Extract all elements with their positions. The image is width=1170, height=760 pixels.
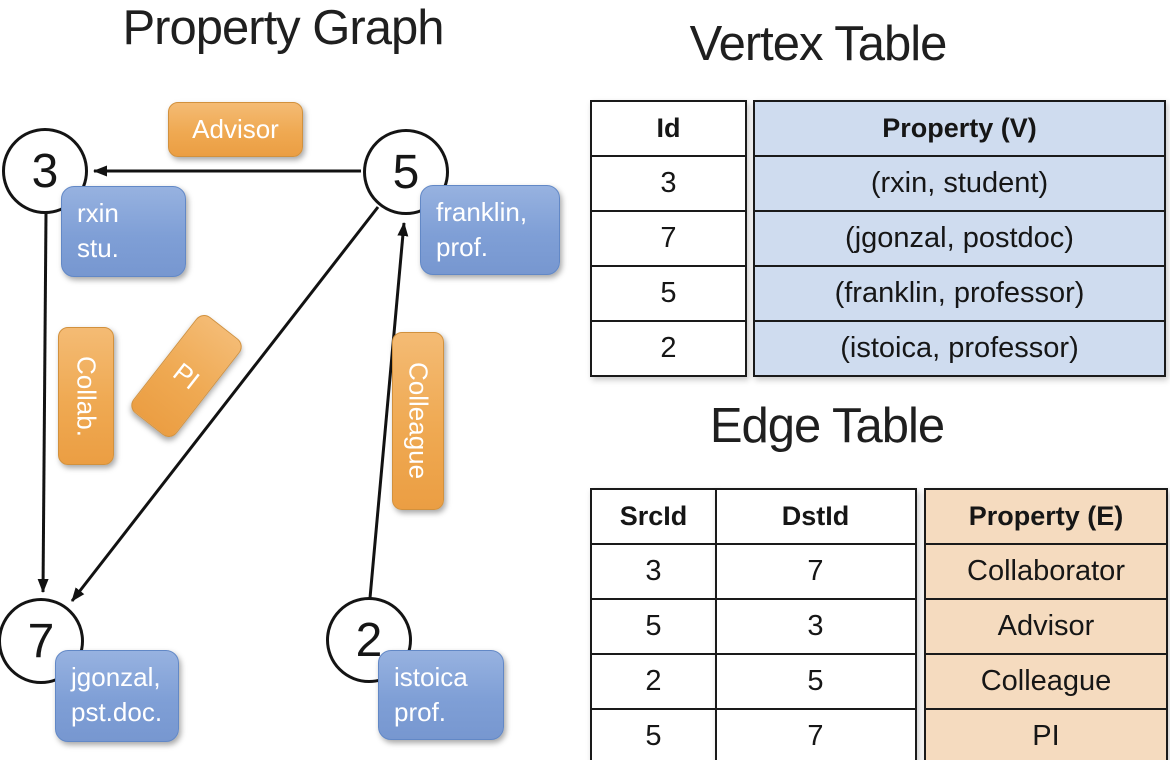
edge-table-property-cell: Advisor — [926, 598, 1166, 653]
vertex-table-property-cell: (jgonzal, postdoc) — [755, 210, 1164, 265]
edge-label-advisor: Advisor — [168, 102, 303, 157]
vertex-table-id-cell: 5 — [592, 265, 745, 320]
property-graph-title: Property Graph — [122, 1, 445, 55]
vertex-node-2: 2 — [326, 597, 412, 683]
edge-table-title: Edge Table — [709, 399, 945, 453]
vertex-table-property-column: Property (V) (rxin, student) (jgonzal, p… — [753, 100, 1166, 377]
vertex-property-line: franklin, — [436, 197, 528, 227]
vertex-property-line: istoica — [394, 662, 468, 692]
vertex-property-line: prof. — [394, 696, 447, 727]
vertex-property-box-franklin: franklin, prof. — [420, 185, 560, 275]
edge-table-property-cell: PI — [926, 708, 1166, 760]
vertex-property-line: stu. — [77, 232, 119, 263]
edge-arrow-3-to-7 — [37, 212, 49, 593]
vertex-property-line: prof. — [436, 231, 489, 262]
vertex-table-property-cell: (rxin, student) — [755, 155, 1164, 210]
edge-arrow-5-to-7 — [70, 206, 380, 602]
edge-table-srcid-cell: 3 — [592, 543, 715, 598]
vertex-table-property-header: Property (V) — [882, 113, 1037, 143]
vertex-table-id-cell: 7 — [592, 210, 745, 265]
edge-table-dstid-cell: 5 — [716, 653, 915, 708]
vertex-table-id-column: Id 3 7 5 2 — [590, 100, 747, 377]
vertex-property-line: pst.doc. — [71, 696, 163, 727]
edge-table-dstid-cell: 7 — [716, 708, 915, 760]
edge-label-collab: Collab. — [58, 327, 114, 465]
edge-table-srcid-cell: 5 — [592, 708, 715, 760]
vertex-table-property-cell: (franklin, professor) — [755, 265, 1164, 320]
edge-table-dstid-header: DstId — [781, 501, 850, 531]
vertex-table-title: Vertex Table — [689, 17, 948, 71]
vertex-property-box-rxin: rxin stu. — [61, 186, 186, 277]
edge-table-srcid-header: SrcId — [619, 501, 688, 531]
edge-table-dstid-cell: 7 — [716, 543, 915, 598]
edge-table-property-cell: Collaborator — [926, 543, 1166, 598]
vertex-property-line: rxin — [77, 198, 119, 228]
vertex-node-7-id: 7 — [27, 614, 55, 668]
vertex-table-id-cell: 3 — [592, 155, 745, 210]
edge-table-srcid-column: SrcId 3 5 2 5 — [590, 488, 717, 760]
edge-table-property-cell: Colleague — [926, 653, 1166, 708]
vertex-node-5-id: 5 — [392, 145, 420, 199]
vertex-table-id-cell: 2 — [592, 320, 745, 375]
edge-table-srcid-cell: 2 — [592, 653, 715, 708]
vertex-node-3-id: 3 — [31, 144, 59, 198]
edge-table-property-header: Property (E) — [968, 501, 1124, 531]
edge-table-dstid-cell: 3 — [716, 598, 915, 653]
vertex-node-2-id: 2 — [355, 613, 383, 667]
edge-table-srcid-cell: 5 — [592, 598, 715, 653]
vertex-table-id-header: Id — [656, 113, 681, 143]
edge-table-property-column: Property (E) Collaborator Advisor Collea… — [924, 488, 1168, 760]
graph-edges — [37, 165, 409, 602]
vertex-property-box-jgonzal: jgonzal, pst.doc. — [55, 650, 179, 742]
edge-label-colleague: Colleague — [392, 332, 444, 510]
vertex-property-line: jgonzal, — [71, 662, 161, 692]
edge-table-dstid-column: DstId 7 3 5 7 — [714, 488, 917, 760]
vertex-node-5: 5 — [363, 129, 449, 215]
vertex-property-box-istoica: istoica prof. — [378, 650, 504, 740]
edge-arrow-2-to-5 — [368, 222, 409, 599]
vertex-table-property-cell: (istoica, professor) — [755, 320, 1164, 375]
